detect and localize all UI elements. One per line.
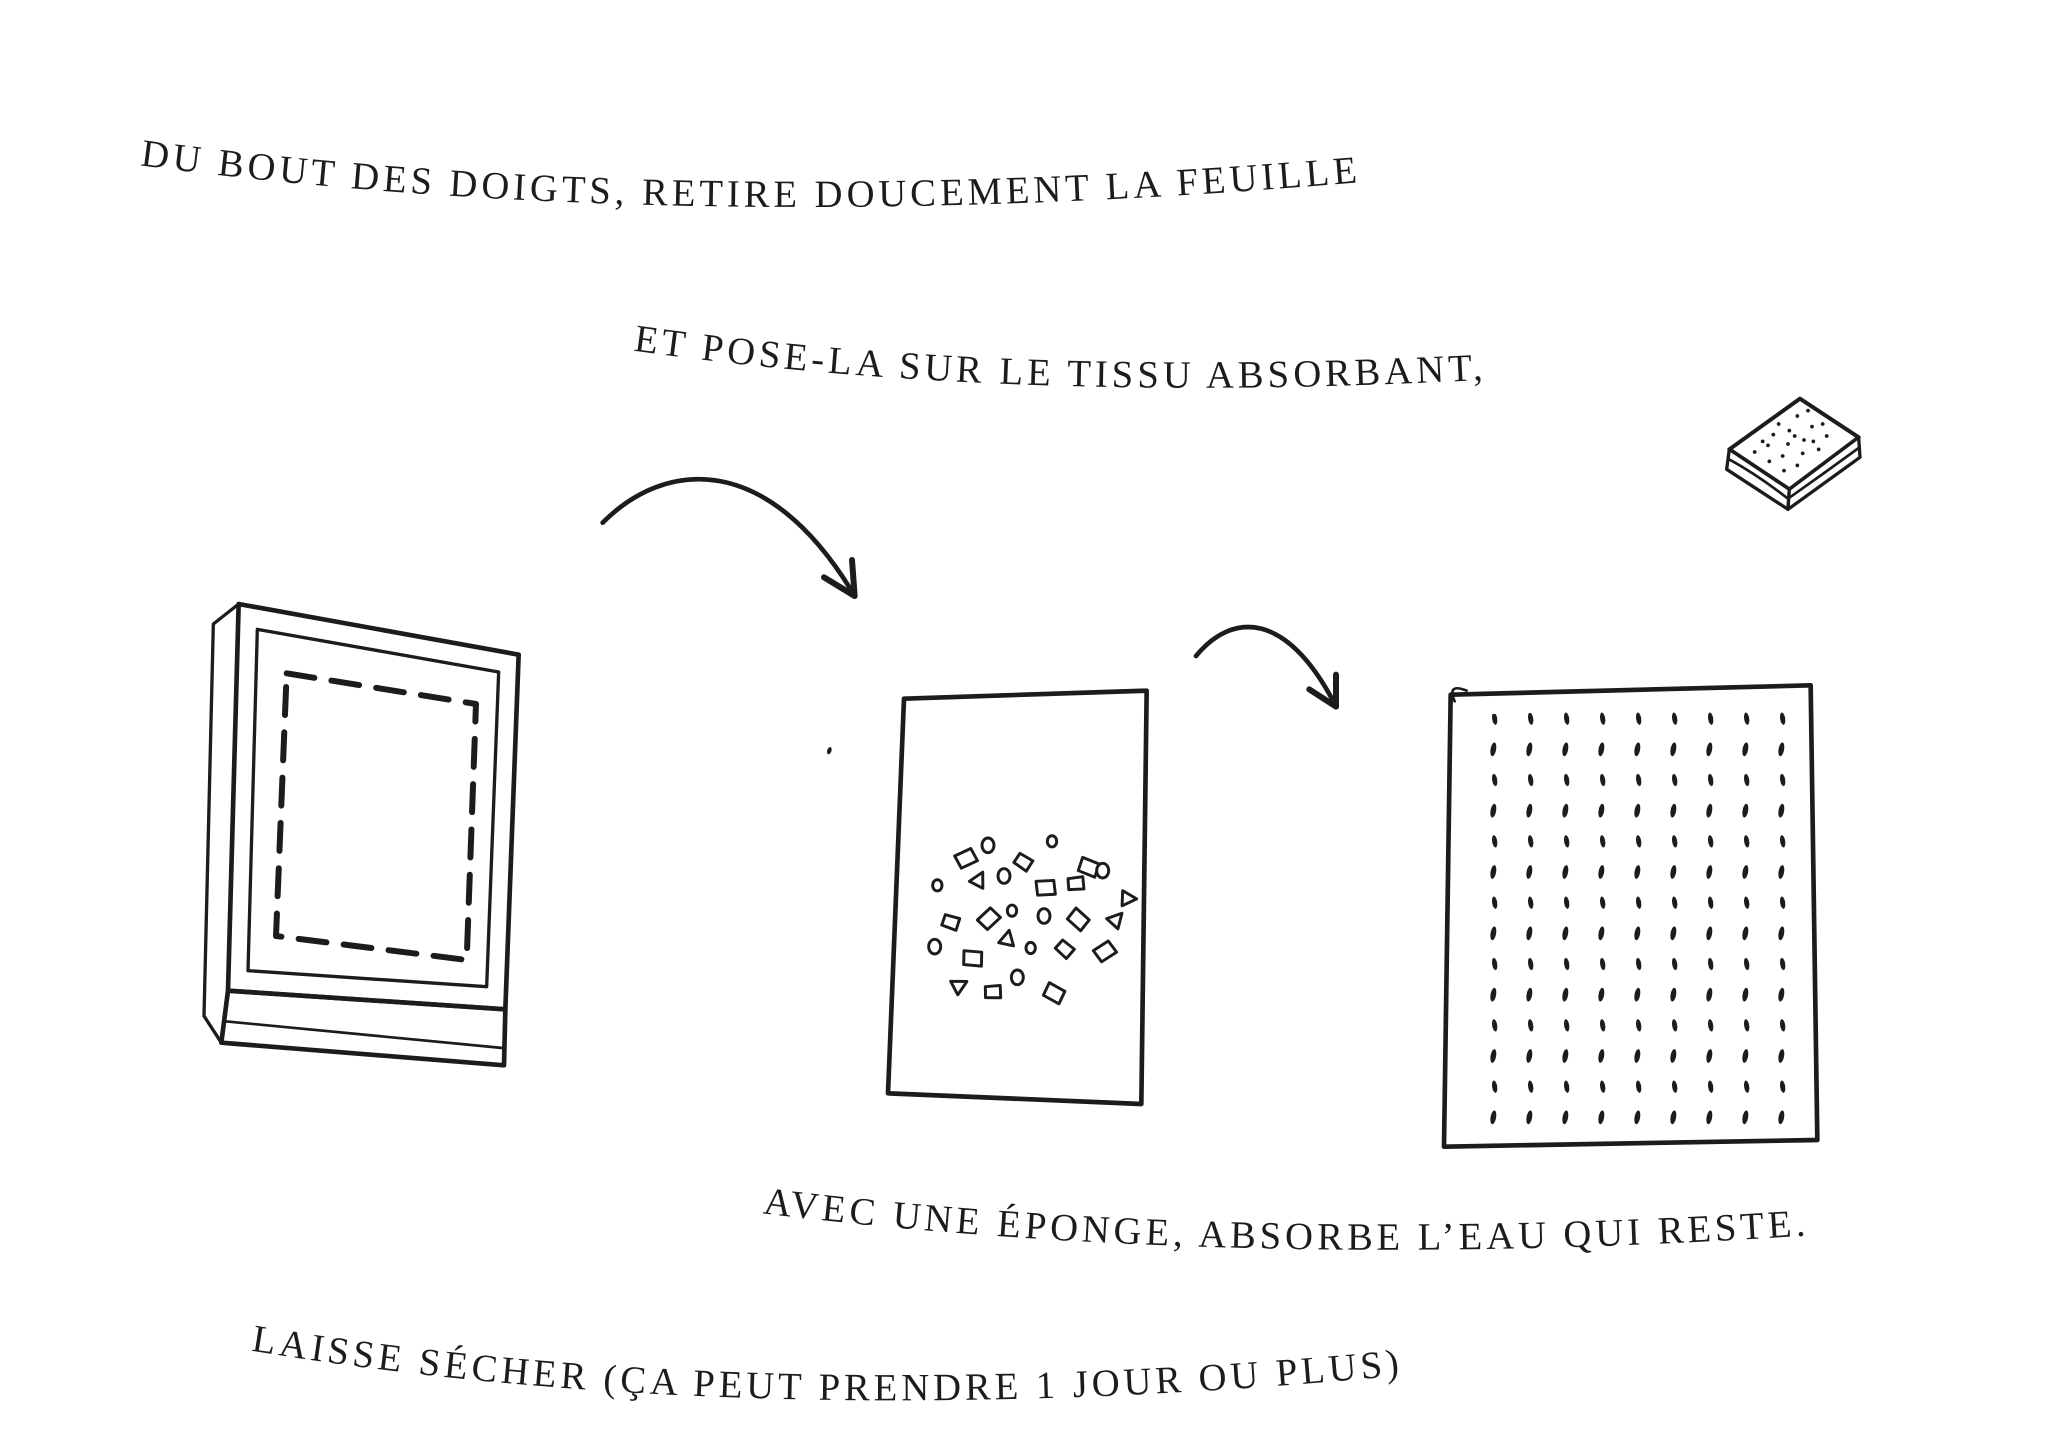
sheet-drawing [885, 688, 1149, 1107]
cloth-drawing [1441, 682, 1820, 1149]
frame-drawing [202, 601, 521, 1068]
instruction-line-2: ET POSE-LA SUR LE TISSU ABSORBANT, [632, 318, 1488, 397]
arrow-frame-to-sheet-icon [600, 476, 858, 599]
instruction-line-3: AVEC UNE ÉPONGE, ABSORBE L’EAU QUI RESTE… [761, 1181, 1810, 1259]
sponge-stipple [1752, 408, 1829, 473]
ink-speck [826, 747, 832, 755]
arrow-sheet-to-cloth-icon [1193, 624, 1339, 710]
instruction-line-4: LAISSE SÉCHER (ÇA PEUT PRENDRE 1 JOUR OU… [249, 1318, 1404, 1409]
sponge-icon [1724, 396, 1862, 511]
instruction-line-1: DU BOUT DES DOIGTS, RETIRE DOUCEMENT LA … [139, 133, 1363, 216]
